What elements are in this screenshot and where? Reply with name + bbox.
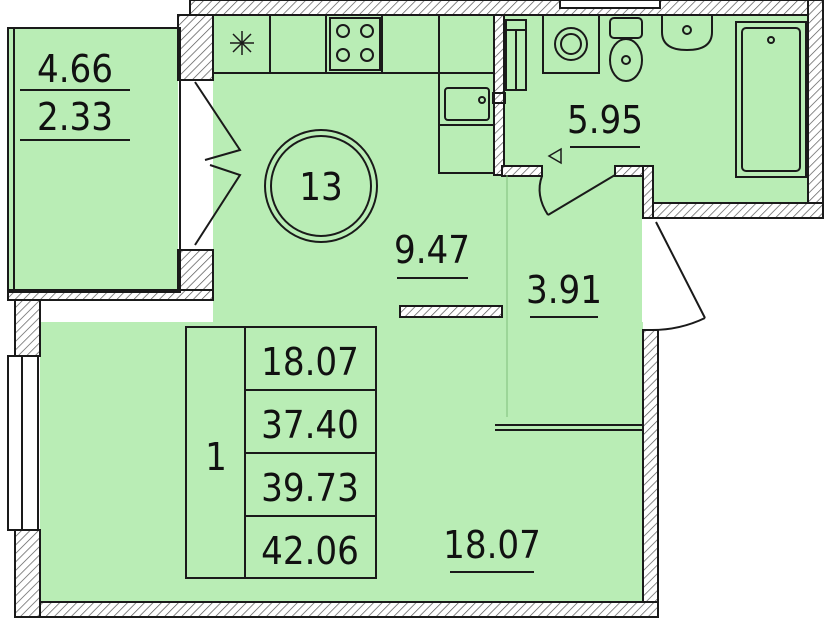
stove-icon <box>329 17 381 71</box>
balcony-door-leaf-2 <box>194 164 242 246</box>
bathroom-fixtures <box>542 14 807 178</box>
wall-bath-bottom-partition <box>501 165 543 177</box>
wall-bottom <box>24 601 659 618</box>
living-room-area: 18.07 <box>443 523 541 567</box>
wall-right-bath <box>807 0 824 219</box>
counter-side <box>438 72 495 174</box>
summary-table <box>185 326 377 579</box>
hallway-floor <box>502 172 642 327</box>
balcony-full-area: 4.66 <box>37 47 113 91</box>
wall-pillar <box>559 0 661 9</box>
ventilation-arrow <box>547 147 562 165</box>
walls <box>7 0 824 618</box>
kitchen-fixtures <box>212 14 527 174</box>
wall-kitchen-bath <box>493 14 505 176</box>
sink-icon <box>444 87 490 121</box>
cooktop-icon <box>230 31 254 55</box>
balcony-glazing <box>7 27 181 293</box>
riser-icon <box>492 19 527 104</box>
room-fills <box>8 15 810 604</box>
wall-hall-right-top <box>642 165 654 219</box>
washing-machine-icon <box>542 14 600 74</box>
wall-left-living-bottom <box>14 529 41 618</box>
apartment-number-badge <box>264 129 378 243</box>
hallway-area: 3.91 <box>526 268 602 312</box>
balcony-floor <box>8 28 178 291</box>
bathtub-icon <box>735 21 807 178</box>
kitchen-area: 9.47 <box>394 228 470 272</box>
apartment-number: 13 <box>299 165 343 209</box>
bathroom-area: 5.95 <box>567 98 643 142</box>
kitchen-partition <box>399 305 503 318</box>
table-total-reduced-balcony: 39.73 <box>261 466 359 510</box>
table-living-area: 18.07 <box>261 340 359 384</box>
living-room-floor <box>40 322 643 604</box>
bathroom-door <box>538 174 616 216</box>
kitchen-floor <box>213 15 503 327</box>
wall-kitchen-left-top <box>177 14 214 81</box>
toilet-icon <box>609 17 643 82</box>
living-window <box>7 355 39 531</box>
wall-balcony-bottom <box>7 289 214 301</box>
rooms-count: 1 <box>205 435 227 479</box>
wall-left-living-top <box>14 297 41 357</box>
washbasin-icon <box>661 14 713 52</box>
wall-top <box>189 0 823 16</box>
table-total-area: 37.40 <box>261 403 359 447</box>
table-total-full-balcony: 42.06 <box>261 529 359 573</box>
doors <box>194 81 706 331</box>
balcony-door-leaf-1 <box>194 81 242 161</box>
wall-right-living <box>642 329 659 616</box>
wall-bath-bottom <box>642 202 824 219</box>
entrance-door <box>651 221 706 331</box>
hall-living-partition <box>495 175 643 431</box>
balcony-reduced-area: 2.33 <box>37 95 113 139</box>
